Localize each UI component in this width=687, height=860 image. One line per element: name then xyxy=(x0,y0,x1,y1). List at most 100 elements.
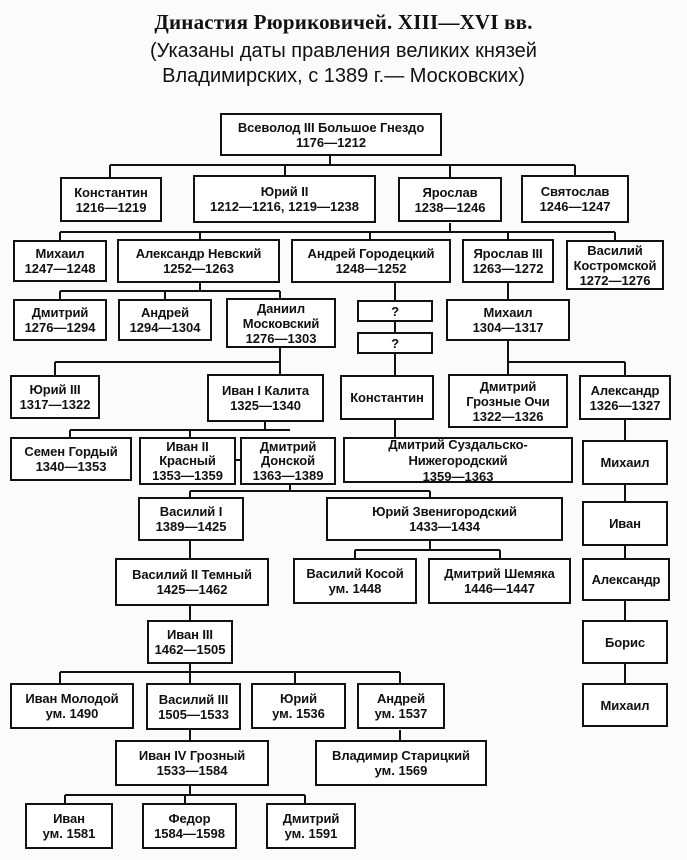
person-dates: ум. 1448 xyxy=(328,581,382,596)
person-dates: 1248—1252 xyxy=(335,261,407,276)
person-name: Семен Гордый xyxy=(24,444,118,459)
person-yuri-zvenigorodsky: Юрий Звенигородский 1433—1434 xyxy=(326,497,563,541)
person-dates: 1294—1304 xyxy=(129,320,201,335)
person-konstantin: Константин 1216—1219 xyxy=(60,177,162,222)
person-name: Владимир Старицкий xyxy=(332,748,470,763)
person-name: Александр Невский xyxy=(135,246,262,261)
person-name: Дмитрий xyxy=(31,305,89,320)
person-dates: 1246—1247 xyxy=(539,199,611,214)
person-name: Михаил xyxy=(600,455,650,470)
person-name: Святослав xyxy=(540,184,610,199)
person-dates: 1317—1322 xyxy=(19,397,91,412)
person-name: Ярослав III xyxy=(473,246,543,261)
person-ivan-kalita: Иван I Калита 1325—1340 xyxy=(207,374,324,422)
person-name: Дмитрий xyxy=(282,811,340,826)
person-dates: 1326—1327 xyxy=(589,397,661,413)
person-dates: 1276—1294 xyxy=(24,320,96,335)
person-ivan-ii: Иван II Красный 1353—1359 xyxy=(139,437,236,485)
person-name: Василий III xyxy=(158,691,229,707)
person-name: Иван II Красный xyxy=(159,438,216,468)
person-name: Дмитрий Суздальско-Нижегородский xyxy=(388,437,528,468)
person-name: Иван Молодой xyxy=(25,691,119,706)
person-dates: 1340—1353 xyxy=(35,459,107,474)
person-andrei-gorodetsky: Андрей Городецкий 1248—1252 xyxy=(291,239,451,283)
person-name: Иван I Калита xyxy=(222,383,309,398)
person-name: Всеволод III Большое Гнездо xyxy=(237,119,425,135)
person-unknown-2: ? xyxy=(357,332,433,354)
person-name: Андрей xyxy=(140,305,190,320)
person-alexander-3: Александр xyxy=(582,558,670,601)
person-dmitry-donskoy: Дмитрий Донской 1363—1389 xyxy=(240,437,336,485)
person-dates: 1359—1363 xyxy=(422,468,494,483)
person-dates: ум. 1537 xyxy=(374,706,428,721)
diagram-subtitle: (Указаны даты правления великих князей В… xyxy=(0,39,687,89)
person-vasily-ii-temny: Василий II Темный 1425—1462 xyxy=(115,558,269,606)
person-name: Борис xyxy=(605,634,645,650)
person-dmitry-suzdalsko-nizhegorodsky: Дмитрий Суздальско-Нижегородский 1359—13… xyxy=(343,437,573,483)
person-dates: ум. 1581 xyxy=(42,826,96,841)
person-name: Даниил Московский xyxy=(242,300,320,331)
person-name: Дмитрий Донской xyxy=(259,438,317,468)
person-name: Дмитрий Шемяка xyxy=(444,566,555,581)
person-dates: 1325—1340 xyxy=(230,398,301,413)
person-name: Василий I xyxy=(159,504,223,519)
person-ivan-tver: Иван xyxy=(582,501,668,546)
person-name: Михаил xyxy=(483,305,533,320)
person-mikhail-2: Михаил 1304—1317 xyxy=(446,299,570,341)
person-yaroslav-iii: Ярослав III 1263—1272 xyxy=(462,239,554,283)
person-dmitry-1: Дмитрий 1276—1294 xyxy=(13,299,107,341)
person-name: Иван IV Грозный xyxy=(138,748,246,763)
person-unknown-1: ? xyxy=(357,300,433,322)
person-dates: 1389—1425 xyxy=(155,519,227,534)
person-vladimir-staritsky: Владимир Старицкий ум. 1569 xyxy=(315,740,487,786)
person-name: Михаил xyxy=(600,697,650,713)
person-mikhail-1: Михаил 1247—1248 xyxy=(13,240,107,282)
person-name: Андрей Городецкий xyxy=(307,246,435,261)
person-yuri-iii: Юрий III 1317—1322 xyxy=(10,375,100,419)
person-mikhail-3: Михаил xyxy=(582,440,668,485)
person-ivan-iii: Иван III 1462—1505 xyxy=(147,620,233,664)
subtitle-line-2: Владимирских, с 1389 г.— Московских) xyxy=(162,65,525,87)
person-name: Михаил xyxy=(35,246,85,261)
person-dates: 1584—1598 xyxy=(154,826,225,841)
person-name: Юрий II xyxy=(260,184,309,199)
person-dmitry-shemyaka: Дмитрий Шемяка 1446—1447 xyxy=(428,558,571,604)
person-vasily-iii: Василий III 1505—1533 xyxy=(146,683,241,730)
person-name: Юрий Звенигородский xyxy=(372,504,517,519)
person-andrei-2: Андрей 1294—1304 xyxy=(118,299,212,341)
person-name: ? xyxy=(391,303,399,319)
person-dates: 1276—1303 xyxy=(245,330,317,346)
person-dates: 1322—1326 xyxy=(472,408,544,424)
person-name: Константин xyxy=(74,184,148,200)
person-name: Ярослав xyxy=(422,184,478,200)
subtitle-line-1: (Указаны даты правления великих князей xyxy=(150,40,537,62)
person-yuri-ii: Юрий II 1212—1216, 1219—1238 xyxy=(193,175,376,223)
person-vasily-kosoy: Василий Косой ум. 1448 xyxy=(293,558,417,604)
person-name: Андрей xyxy=(376,691,426,706)
person-dates: ум. 1490 xyxy=(45,706,99,721)
person-ivan-iv-grozny: Иван IV Грозный 1533—1584 xyxy=(115,740,269,786)
person-name: Константин xyxy=(350,390,424,405)
person-yaroslav: Ярослав 1238—1246 xyxy=(398,177,502,222)
diagram-title: Династия Рюриковичей. XIII—XVI вв. xyxy=(154,10,533,34)
person-dates: 1433—1434 xyxy=(409,519,480,534)
person-name: Федор xyxy=(168,811,211,826)
person-alexander-nevsky: Александр Невский 1252—1263 xyxy=(117,239,280,283)
person-vasily-kostromskoy: Василий Костромской 1272—1276 xyxy=(566,240,664,290)
person-name: Иван xyxy=(53,811,85,826)
person-svyatoslav: Святослав 1246—1247 xyxy=(521,175,629,223)
person-dates: 1263—1272 xyxy=(472,261,544,276)
person-ivan-molodoy: Иван Молодой ум. 1490 xyxy=(10,683,134,729)
person-boris: Борис xyxy=(582,620,668,664)
person-name: Василий Косой xyxy=(306,566,404,581)
person-daniil-moskovsky: Даниил Московский 1276—1303 xyxy=(226,298,336,348)
person-dates: 1533—1584 xyxy=(156,763,228,778)
person-ivan-5: Иван ум. 1581 xyxy=(25,803,113,849)
person-semen-gordy: Семен Гордый 1340—1353 xyxy=(10,437,132,481)
person-name: Александр xyxy=(590,382,660,398)
person-dates: ум. 1536 xyxy=(272,706,325,721)
person-dates: 1446—1447 xyxy=(464,581,535,596)
person-name: Александр xyxy=(591,572,661,587)
person-name: Юрий xyxy=(280,691,317,706)
